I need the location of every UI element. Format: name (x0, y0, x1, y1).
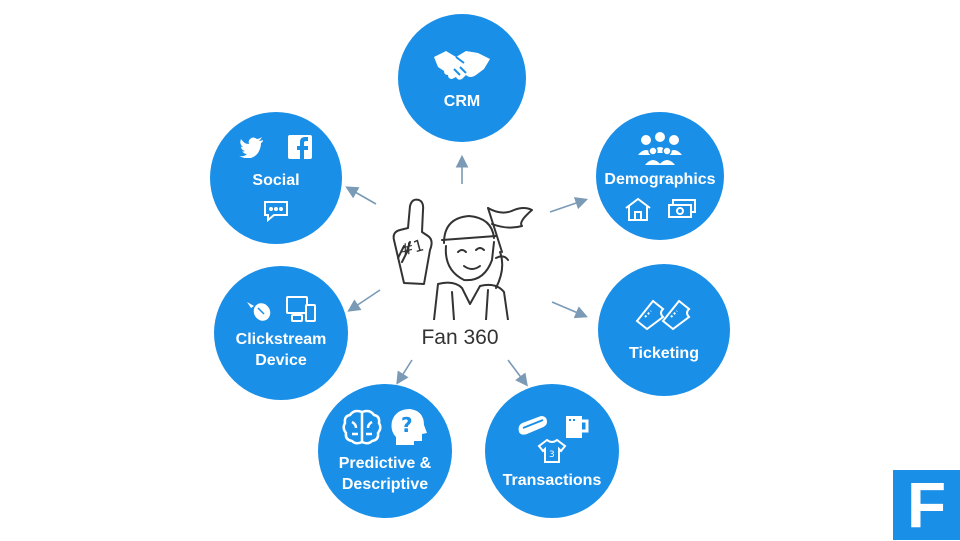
arrow-to-transactions (507, 359, 528, 387)
brain-icon (342, 409, 382, 445)
svg-text:3: 3 (549, 450, 555, 460)
clickstream-label: Clickstream Device (235, 331, 327, 369)
demographics-label: Demographics (604, 170, 716, 188)
head-question-icon: ? (391, 409, 427, 445)
arrow-to-clickstream (347, 289, 381, 312)
clickstream-node[interactable]: Clickstream Device (214, 266, 348, 400)
facebook-icon (288, 134, 312, 160)
hotdog-icon (518, 415, 547, 435)
cash-icon (668, 198, 696, 218)
arrow-to-social (345, 186, 377, 205)
transactions-label: Transactions (502, 471, 602, 489)
predictive-label: Predictive & Descriptive (338, 455, 432, 493)
center-label: Fan 360 (421, 326, 499, 349)
twitter-icon (239, 136, 263, 158)
svg-text:?: ? (401, 413, 413, 437)
arrow-to-predictive (396, 359, 413, 385)
demographics-node[interactable]: Demographics (596, 112, 724, 240)
people-group-icon (638, 131, 682, 165)
mouse-icon (247, 302, 271, 321)
chat-bubble-icon (264, 200, 288, 222)
transactions-node[interactable]: 3 Transactions (485, 384, 619, 518)
jersey-icon: 3 (537, 438, 567, 463)
foam-finger-icon (392, 198, 433, 285)
predictive-node[interactable]: ? Predictive & Descriptive (318, 384, 452, 518)
beer-mug-icon (566, 415, 589, 438)
svg-text:#1: #1 (398, 235, 426, 259)
crm-label: CRM (443, 92, 481, 110)
social-label: Social (252, 171, 300, 189)
devices-icon (286, 296, 316, 322)
tickets-icon (635, 299, 691, 330)
ticketing-node[interactable]: Ticketing (598, 264, 730, 396)
fan-sketch-illustration: #1 (392, 198, 533, 320)
arrow-to-ticketing (551, 301, 588, 319)
crm-node[interactable]: CRM (398, 14, 526, 142)
arrow-to-demographics (549, 197, 589, 213)
handshake-icon (434, 50, 490, 80)
ticketing-label: Ticketing (629, 344, 699, 362)
brand-logo: F (893, 470, 960, 540)
social-node[interactable]: Social (210, 112, 342, 244)
house-icon (625, 197, 651, 221)
